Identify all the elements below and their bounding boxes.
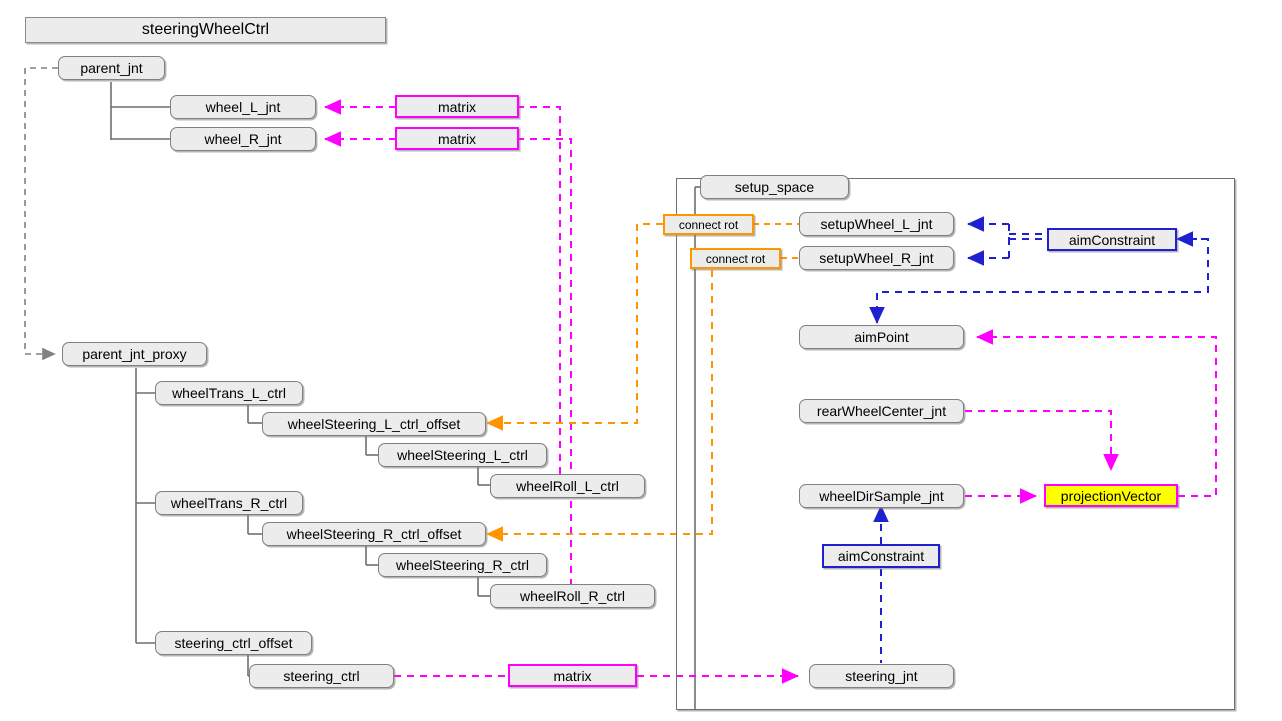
node-parent-jnt-proxy[interactable]: parent_jnt_proxy xyxy=(62,342,207,366)
node-setup-space[interactable]: setup_space xyxy=(700,175,849,199)
node-wheeltrans-l-ctrl[interactable]: wheelTrans_L_ctrl xyxy=(155,381,303,405)
node-wheel-l-jnt[interactable]: wheel_L_jnt xyxy=(170,95,316,119)
node-aimconstraint-bottom[interactable]: aimConstraint xyxy=(822,544,940,568)
setup-space-container xyxy=(676,178,1235,710)
node-wheel-r-jnt[interactable]: wheel_R_jnt xyxy=(170,127,316,151)
node-wheelroll-r-ctrl[interactable]: wheelRoll_R_ctrl xyxy=(490,584,655,608)
node-aimconstraint-top[interactable]: aimConstraint xyxy=(1047,228,1177,251)
node-wheelsteering-r-ctrl-offset[interactable]: wheelSteering_R_ctrl_offset xyxy=(262,522,486,546)
node-matrix-wheel-l[interactable]: matrix xyxy=(395,95,519,118)
node-wheeltrans-r-ctrl[interactable]: wheelTrans_R_ctrl xyxy=(155,491,303,515)
node-connect-rot-r[interactable]: connect rot xyxy=(690,248,781,269)
node-wheelsteering-l-ctrl-offset[interactable]: wheelSteering_L_ctrl_offset xyxy=(262,412,486,436)
node-parent-jnt[interactable]: parent_jnt xyxy=(58,56,165,80)
node-matrix-steering[interactable]: matrix xyxy=(508,664,637,687)
node-steering-ctrl-offset[interactable]: steering_ctrl_offset xyxy=(155,631,312,655)
node-matrix-wheel-r[interactable]: matrix xyxy=(395,127,519,150)
node-wheelroll-l-ctrl[interactable]: wheelRoll_L_ctrl xyxy=(490,474,645,498)
node-setupwheel-l-jnt[interactable]: setupWheel_L_jnt xyxy=(799,212,954,236)
node-rearwheelcenter-jnt[interactable]: rearWheelCenter_jnt xyxy=(799,399,964,423)
node-connect-rot-l[interactable]: connect rot xyxy=(663,214,754,235)
node-steering-ctrl[interactable]: steering_ctrl xyxy=(249,664,394,688)
node-wheelsteering-r-ctrl[interactable]: wheelSteering_R_ctrl xyxy=(378,553,547,577)
node-aimpoint[interactable]: aimPoint xyxy=(799,325,964,349)
node-wheelsteering-l-ctrl[interactable]: wheelSteering_L_ctrl xyxy=(378,443,547,467)
node-projectionvector[interactable]: projectionVector xyxy=(1044,484,1178,507)
page-title: steeringWheelCtrl xyxy=(25,17,386,43)
node-setupwheel-r-jnt[interactable]: setupWheel_R_jnt xyxy=(799,246,954,270)
node-steering-jnt[interactable]: steering_jnt xyxy=(809,664,954,688)
node-wheeldirsample-jnt[interactable]: wheelDirSample_jnt xyxy=(799,484,964,508)
